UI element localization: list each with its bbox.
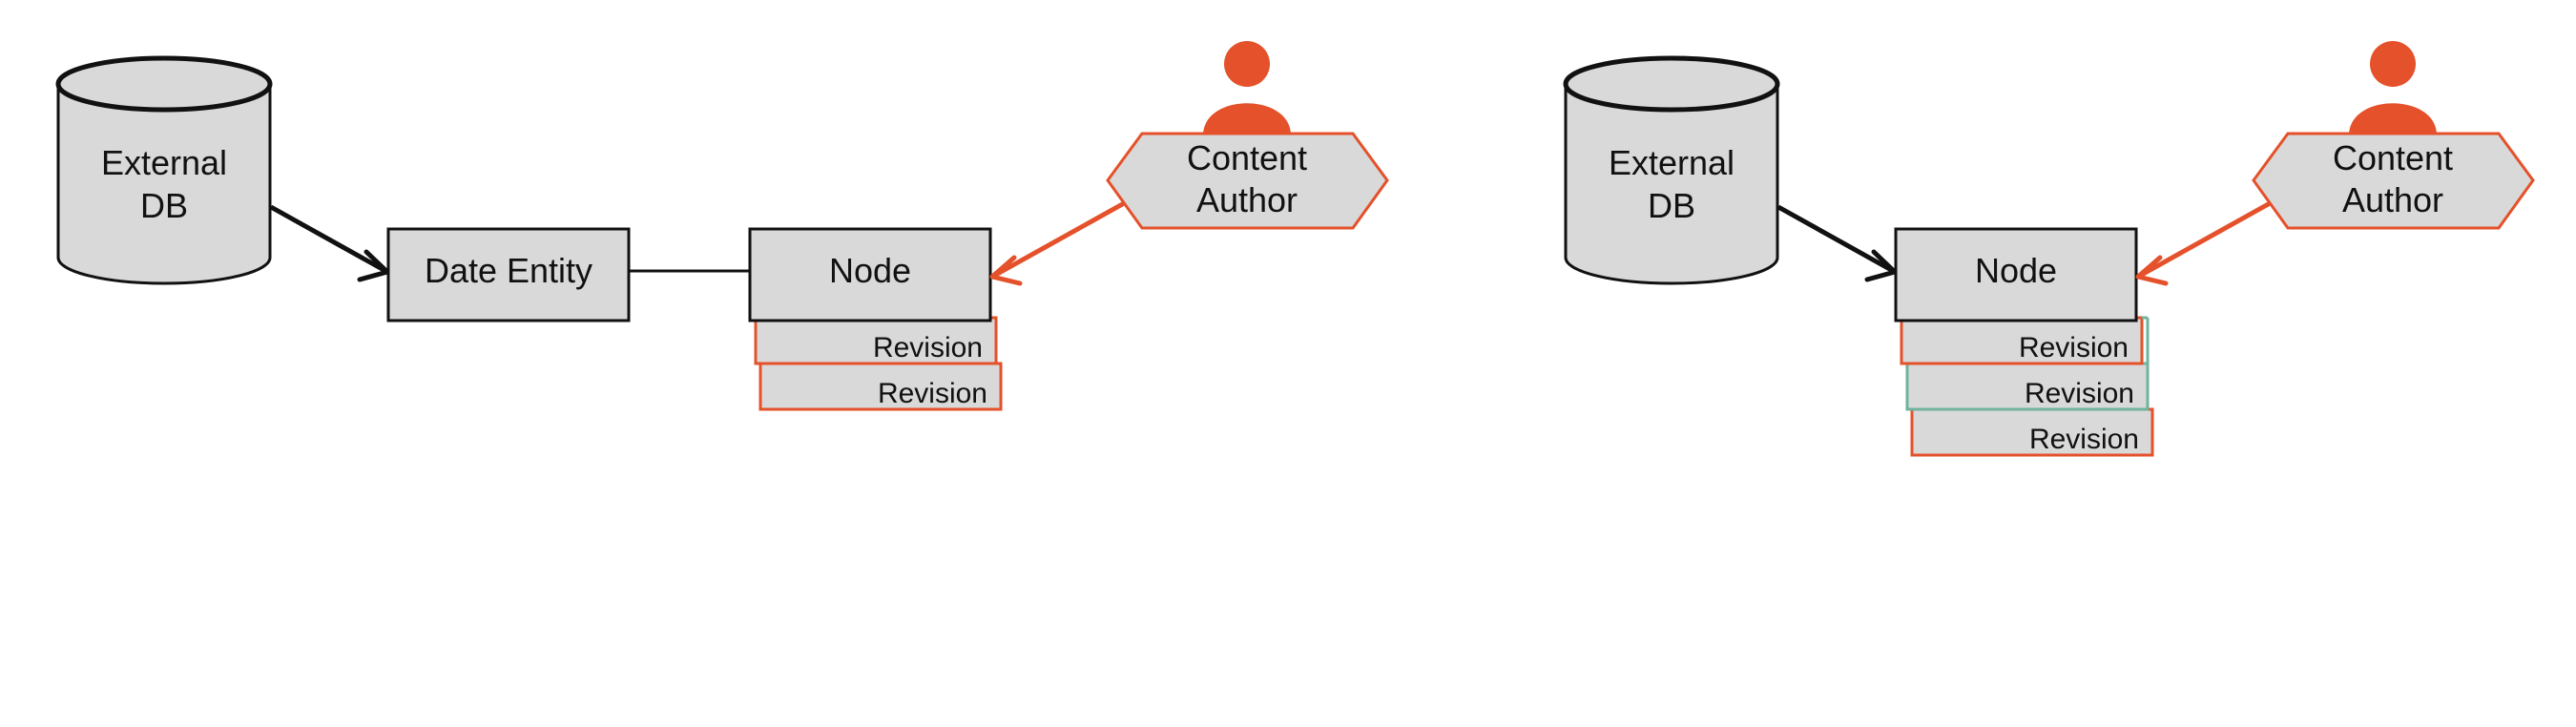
right-diagram: External DB Revision Revision Revision N… [1563,41,2535,457]
external-db-cylinder: External DB [1563,55,1780,285]
revision-label: Revision [2025,378,2134,409]
db-label-line1: External [1609,143,1735,182]
author-label-line1: Content [1187,138,1307,177]
revision-label: Revision [878,378,987,409]
revision-card: Revision [754,316,998,365]
arrow-db-to-node [1776,204,1898,282]
revision-card: Revision [1905,362,2150,411]
db-label-line1: External [101,143,227,182]
revision-card: Revision [1910,407,2154,457]
arrow-author-to-node [2135,199,2274,286]
arrow-db-to-date-entity [269,204,390,282]
db-label-line2: DB [1648,186,1695,225]
revision-label: Revision [873,332,983,364]
content-author-hexagon: Content Author [1106,132,1389,230]
person-icon [2349,41,2437,135]
revision-label: Revision [2019,332,2129,364]
author-label-line2: Author [2342,180,2443,219]
node-box: Node [748,227,992,322]
content-author-hexagon: Content Author [2252,132,2535,230]
date-entity-box: Date Entity [386,227,631,322]
revision-card: Revision [758,362,1003,411]
author-label-line1: Content [2333,138,2453,177]
author-label-line2: Author [1196,180,1298,219]
left-diagram: External DB Date Entity Revision Revisio… [55,41,1389,411]
node-label: Node [829,251,911,290]
date-entity-label: Date Entity [425,251,592,290]
external-db-cylinder: External DB [55,55,273,285]
revision-label: Revision [2029,424,2139,455]
arrow-author-to-node [989,199,1128,286]
person-icon [1203,41,1291,135]
db-label-line2: DB [140,186,188,225]
node-label: Node [1975,251,2057,290]
node-box: Node [1894,227,2138,322]
revision-card: Revision [1900,316,2150,365]
